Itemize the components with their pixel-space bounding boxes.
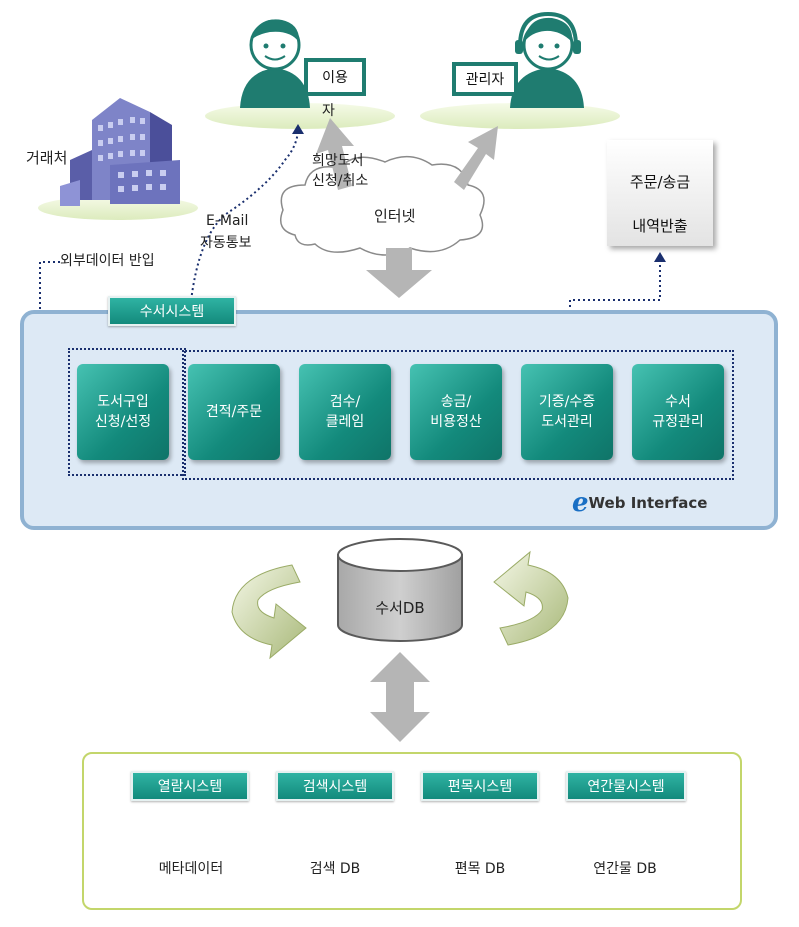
email-label-line2: 자동통보 bbox=[200, 235, 252, 251]
email-flow bbox=[189, 127, 299, 311]
vendor-label: 거래처 bbox=[26, 149, 68, 167]
admin-screen-label: 관리자 bbox=[465, 72, 505, 88]
import-data-label: 외부데이터 반입 bbox=[60, 253, 155, 269]
module-inspection-claim[interactable]: 검수/ 클레임 bbox=[299, 364, 391, 460]
user-screen-sub-label: 자 bbox=[322, 103, 335, 119]
system-title-tag: 수서시스템 bbox=[108, 296, 236, 326]
cloud-to-system-arrow bbox=[366, 248, 432, 298]
email-arrowhead bbox=[292, 124, 304, 134]
admin-platform bbox=[420, 103, 620, 129]
central-db-label: 수서DB bbox=[375, 598, 425, 617]
order-report-note: 주문/송금 내역반출 bbox=[607, 140, 713, 246]
internet-cloud bbox=[280, 156, 485, 256]
request-group-outline bbox=[68, 348, 186, 476]
subsystem-tag-reading[interactable]: 열람시스템 bbox=[131, 771, 249, 801]
order-group-outline bbox=[182, 350, 734, 480]
module-donation-management[interactable]: 기증/수증 도서관리 bbox=[521, 364, 613, 460]
web-interface-badge: e Web Interface bbox=[572, 488, 707, 518]
user-platform bbox=[205, 103, 395, 129]
module-quote-order[interactable]: 견적/주문 bbox=[188, 364, 280, 460]
subsystem-tag-search[interactable]: 검색시스템 bbox=[276, 771, 394, 801]
subsystem-name-reading: 열람시스템 bbox=[157, 779, 223, 795]
ie-logo-icon: e bbox=[572, 488, 589, 518]
report-arrowhead bbox=[654, 252, 666, 262]
sync-arrow-right bbox=[493, 550, 569, 646]
up-arrow-to-user bbox=[316, 118, 354, 190]
admin-person-icon bbox=[510, 11, 584, 108]
user-screen-label: 이용 bbox=[322, 70, 348, 86]
module-payment-settlement[interactable]: 송금/ 비용정산 bbox=[410, 364, 502, 460]
system-title: 수서시스템 bbox=[139, 304, 205, 320]
user-person-icon bbox=[240, 19, 310, 108]
db-label-serials: 연간물 DB bbox=[593, 861, 657, 877]
web-interface-label: Web Interface bbox=[588, 494, 708, 512]
order-report-line2: 내역반출 bbox=[632, 217, 688, 235]
subsystem-tag-cataloging[interactable]: 편목시스템 bbox=[421, 771, 539, 801]
module-purchase-request[interactable]: 도서구입 신청/선정 bbox=[77, 364, 169, 460]
db-label-search: 검색 DB bbox=[309, 861, 361, 877]
building-icon bbox=[60, 98, 180, 206]
module-acquisition-rules[interactable]: 수서 규정관리 bbox=[632, 364, 724, 460]
db-label-metadata: 메타데이터 bbox=[158, 861, 224, 877]
db-sync-double-arrow bbox=[370, 652, 430, 742]
subsystem-name-search: 검색시스템 bbox=[302, 779, 368, 795]
email-label-line1: E-Mail bbox=[206, 213, 249, 229]
admin-screen: 관리자 bbox=[452, 62, 518, 96]
sync-arrow-left bbox=[231, 564, 307, 660]
subsystem-name-serials: 연간물시스템 bbox=[587, 779, 665, 795]
subsystem-name-cataloging: 편목시스템 bbox=[447, 779, 513, 795]
order-report-line1: 주문/송금 bbox=[629, 173, 691, 191]
db-label-cataloging: 편목 DB bbox=[454, 861, 506, 877]
request-label-line2: 신청/취소 bbox=[312, 173, 369, 189]
up-arrow-to-admin bbox=[454, 126, 498, 190]
order-report-text: 주문/송금 내역반출 bbox=[630, 149, 690, 237]
central-db-cylinder bbox=[337, 538, 463, 642]
internet-label: 인터넷 bbox=[374, 207, 416, 225]
subsystem-tag-serials[interactable]: 연간물시스템 bbox=[566, 771, 686, 801]
request-label-line1: 희망도서 bbox=[312, 153, 364, 169]
user-screen: 이용 bbox=[304, 58, 366, 96]
